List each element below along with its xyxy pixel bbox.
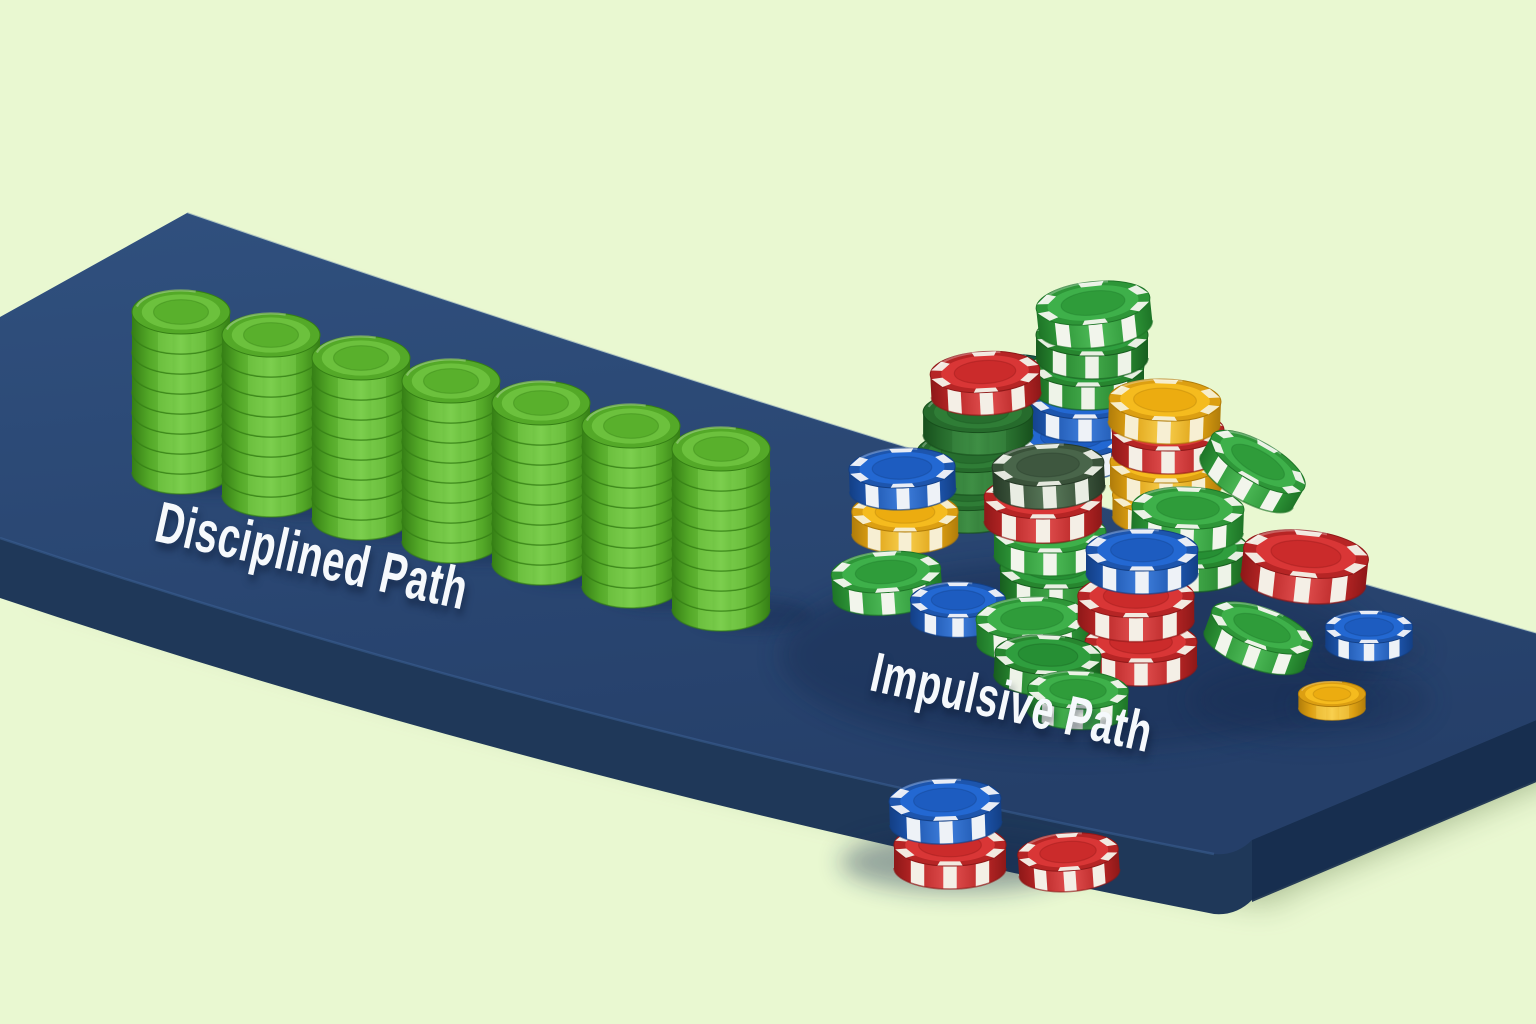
disciplined-chip-stack (131, 289, 231, 495)
poker-chip (401, 358, 501, 424)
poker-chip (929, 350, 1042, 417)
poker-chip (1199, 429, 1306, 514)
disciplined-chip-stack (491, 380, 591, 586)
disciplined-chip-stack (401, 358, 501, 564)
poker-chip (991, 443, 1106, 510)
platform-top-bevel (186, 212, 1536, 635)
impulsive-chip-pile-stack (848, 447, 959, 555)
impulsive-chip-pile-stack (909, 581, 1007, 639)
poker-chip (1085, 528, 1199, 595)
impulsive-chip-pile-stack (1203, 601, 1313, 676)
poker-chip (581, 403, 681, 469)
poker-chip (221, 312, 321, 378)
poker-chip (1017, 832, 1121, 893)
impulsive-chip-pile-stack (1017, 832, 1121, 893)
disciplined-chip-stack (581, 403, 681, 609)
poker-chip (131, 289, 231, 355)
impulsive-chip-pile-stack (1199, 429, 1306, 514)
poker-chip (311, 335, 411, 401)
impulsive-chip-pile-stack (1107, 378, 1225, 537)
platform-front-bevel (0, 536, 1215, 856)
platform-right-face (1252, 720, 1536, 902)
poker-chip (888, 778, 1003, 845)
poker-chip (848, 447, 957, 511)
poker-chip (671, 426, 771, 492)
poker-chip (1240, 529, 1369, 605)
poker-chip (1107, 378, 1222, 445)
disciplined-chip-stack (221, 312, 321, 518)
poker-chip (1324, 610, 1414, 662)
impulsive-chip-pile-stack (1076, 528, 1199, 687)
impulsive-chip-pile-stack (888, 778, 1007, 890)
poker-chip (909, 581, 1007, 639)
impulsive-chip-pile-stack (1324, 610, 1414, 662)
disciplined-chip-stack (311, 335, 411, 541)
poker-chip (491, 380, 591, 446)
impulsive-chip-pile-stack (1026, 670, 1129, 731)
poker-chip (1035, 280, 1154, 350)
impulsive-chip-pile-stack (1297, 680, 1367, 721)
impulsive-chip-pile-stack (983, 443, 1113, 613)
disciplined-chip-stack (671, 426, 771, 632)
poker-chip (1297, 680, 1367, 721)
poker-chip (1026, 670, 1129, 731)
poker-chip (1203, 601, 1313, 676)
impulsive-chip-pile-stack (1240, 529, 1369, 605)
